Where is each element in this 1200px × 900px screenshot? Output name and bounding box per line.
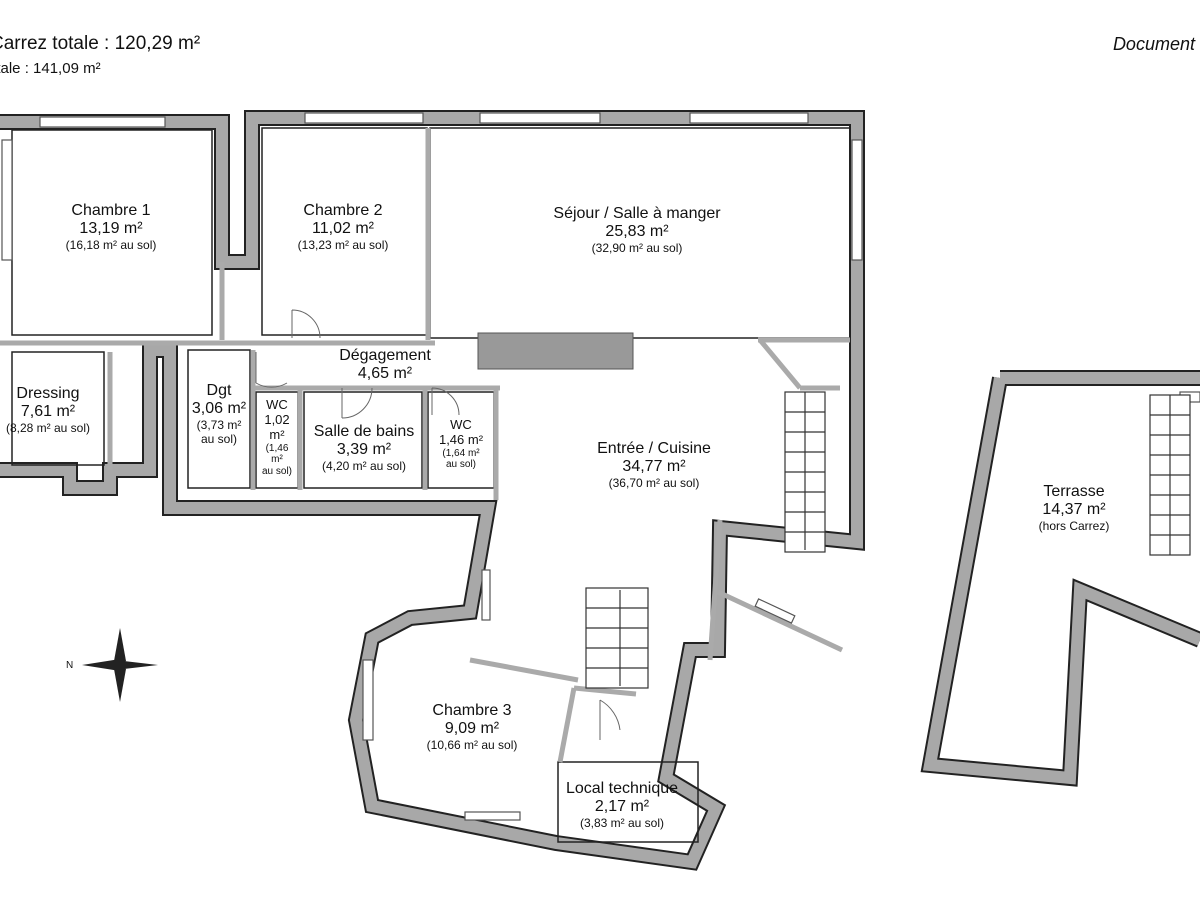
room-floor-area: (hors Carrez)	[1038, 518, 1110, 533]
room-name: Entrée / Cuisine	[597, 440, 711, 457]
room-name: WC	[266, 397, 288, 412]
room-floor-area: (16,18 m² au sol)	[65, 237, 157, 252]
surface-totale: otale : 141,09 m²	[0, 60, 101, 77]
room-name: Local technique	[565, 780, 679, 797]
room-area-unit: m²	[269, 426, 285, 442]
room-area: 3,06 m²	[191, 400, 247, 418]
room-wc-2: WC 1,46 m² (1,64 m² au sol)	[438, 417, 484, 471]
room-floor-area-2: au sol)	[445, 459, 477, 471]
room-area: 34,77 m²	[622, 458, 686, 476]
room-area: 13,19 m²	[79, 220, 143, 238]
room-area: 11,02 m²	[312, 220, 374, 238]
document-note: Document n	[1112, 34, 1200, 54]
room-sejour: Séjour / Salle à manger 25,83 m² (32,90 …	[553, 205, 720, 256]
room-area: 4,65 m²	[357, 365, 413, 383]
room-chambre-2: Chambre 2 11,02 m² (13,23 m² au sol)	[298, 202, 389, 253]
room-name: Séjour / Salle à manger	[553, 205, 721, 222]
door-swings	[255, 309, 621, 740]
room-floor-area: (3,83 m² au sol)	[579, 815, 665, 830]
room-floor-area: (1,64 m²	[442, 447, 480, 459]
room-name: Chambre 2	[303, 202, 383, 219]
room-floor-area-2: m²	[271, 454, 283, 466]
room-name: Dégagement	[339, 347, 431, 364]
room-name: Dgt	[206, 382, 232, 399]
carrez-total: Carrez totale : 120,29 m²	[0, 33, 201, 54]
room-floor-area: (13,23 m² au sol)	[297, 237, 389, 252]
windows	[1, 112, 1200, 821]
room-floor-area-2: au sol)	[200, 431, 238, 446]
room-floor-area: (1,46	[265, 442, 289, 454]
compass-rose	[82, 628, 158, 702]
room-salle-de-bains: Salle de bains 3,39 m² (4,20 m² au sol)	[314, 423, 415, 474]
room-area: 9,09 m²	[444, 720, 500, 738]
room-entree-cuisine: Entrée / Cuisine 34,77 m² (36,70 m² au s…	[597, 440, 711, 491]
room-floor-area: (8,28 m² au sol)	[5, 420, 91, 435]
room-floor-area: (10,66 m² au sol)	[426, 737, 518, 752]
room-name: Terrasse	[1043, 483, 1105, 500]
room-wc-1: WC 1,02 m² (1,46 m² au sol)	[261, 397, 293, 477]
room-terrasse: Terrasse 14,37 m² (hors Carrez)	[1039, 483, 1110, 534]
room-name: Salle de bains	[313, 423, 415, 440]
kitchen-counter	[477, 332, 634, 370]
room-degagement: Dégagement 4,65 m²	[339, 347, 431, 384]
room-floor-area-3: au sol)	[261, 465, 293, 477]
room-area: 1,02	[264, 411, 290, 427]
room-name: Chambre 3	[432, 702, 512, 719]
room-name: WC	[450, 417, 472, 432]
room-floor-area: (32,90 m² au sol)	[591, 240, 683, 255]
room-chambre-3: Chambre 3 9,09 m² (10,66 m² au sol)	[427, 702, 518, 753]
room-floor-area: (4,20 m² au sol)	[321, 458, 407, 473]
room-name: Chambre 1	[71, 202, 151, 219]
walls	[0, 110, 1200, 871]
room-area: 14,37 m²	[1042, 501, 1106, 519]
room-area: 3,39 m²	[336, 441, 392, 459]
room-floor-area: (3,73 m²	[196, 417, 242, 432]
room-area: 25,83 m²	[605, 223, 669, 241]
room-chambre-1: Chambre 1 13,19 m² (16,18 m² au sol)	[66, 202, 157, 253]
room-area: 1,46 m²	[438, 431, 484, 447]
compass-north-label: N	[66, 660, 74, 671]
room-dgt: Dgt 3,06 m² (3,73 m² au sol)	[192, 382, 246, 446]
room-name: Dressing	[16, 385, 80, 402]
room-area: 2,17 m²	[594, 798, 650, 816]
room-local-technique: Local technique 2,17 m² (3,83 m² au sol)	[566, 780, 678, 831]
room-floor-area: (36,70 m² au sol)	[608, 475, 700, 490]
room-area: 7,61 m²	[20, 403, 76, 421]
room-dressing: Dressing 7,61 m² (8,28 m² au sol)	[6, 385, 90, 436]
staircases	[585, 391, 1191, 689]
